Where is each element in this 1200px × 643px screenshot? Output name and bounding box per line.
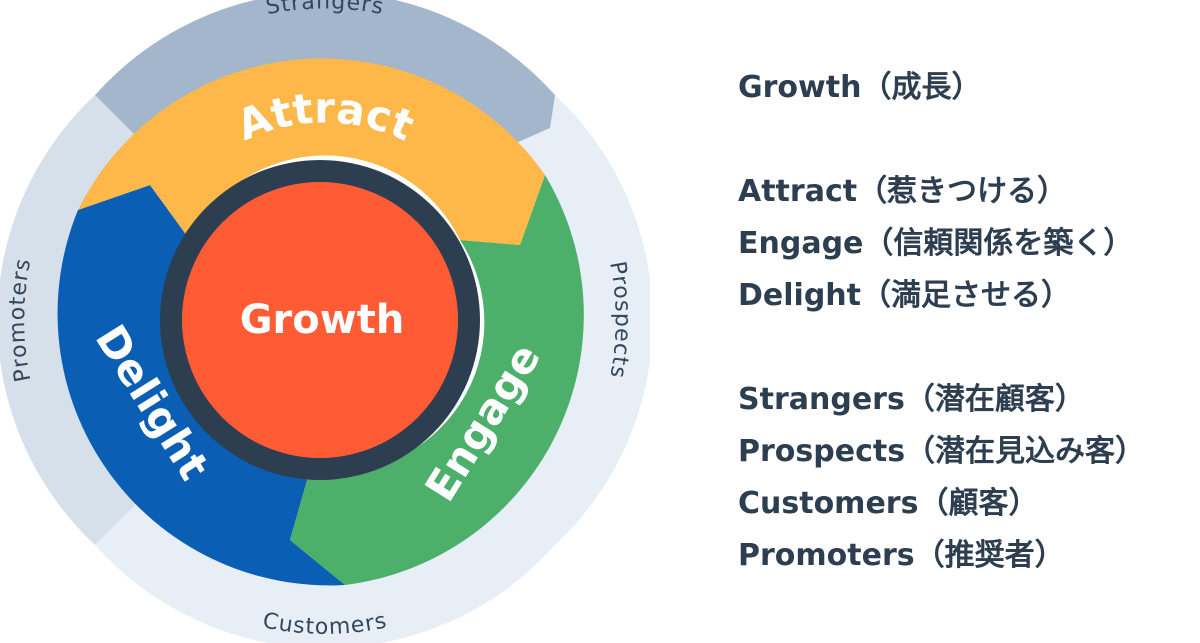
legend-item-strangers: Strangers（潜在顧客） <box>738 382 1085 417</box>
stage-segment-attract <box>78 58 545 246</box>
legend-item-engage: Engage（信頼関係を築く） <box>738 226 1134 261</box>
center-label-growth: Growth <box>240 297 405 343</box>
legend-item-attract: Attract（惹きつける） <box>738 174 1068 209</box>
ring-segment-promoters <box>0 95 150 545</box>
legend: Growth（成長） Attract（惹きつける） Engage（信頼関係を築く… <box>738 62 1200 634</box>
legend-item-growth: Growth（成長） <box>738 70 982 105</box>
legend-group-core: Growth（成長） <box>738 62 1200 114</box>
stage-ring <box>57 58 584 586</box>
outer-ring <box>0 0 650 643</box>
stage-segment-engage <box>290 175 584 585</box>
flywheel-diagram: Strangers Prospects Customers Promoters … <box>0 0 650 643</box>
legend-item-promoters: Promoters（推奨者） <box>738 538 1065 573</box>
legend-group-stages: Attract（惹きつける） Engage（信頼関係を築く） Delight（満… <box>738 166 1200 322</box>
hub-core <box>182 182 458 458</box>
legend-item-prospects: Prospects（潜在見込み客） <box>738 434 1146 469</box>
legend-group-audiences: Strangers（潜在顧客） Prospects（潜在見込み客） Custom… <box>738 374 1200 582</box>
ring-label-strangers: Strangers <box>264 0 386 20</box>
ring-segment-strangers <box>95 0 555 150</box>
legend-item-customers: Customers（顧客） <box>738 486 1039 521</box>
ring-segment-prospects <box>500 95 650 545</box>
ring-segment-customers <box>95 490 555 643</box>
legend-item-delight: Delight（満足させる） <box>738 278 1071 313</box>
stage-segment-delight <box>57 185 345 586</box>
